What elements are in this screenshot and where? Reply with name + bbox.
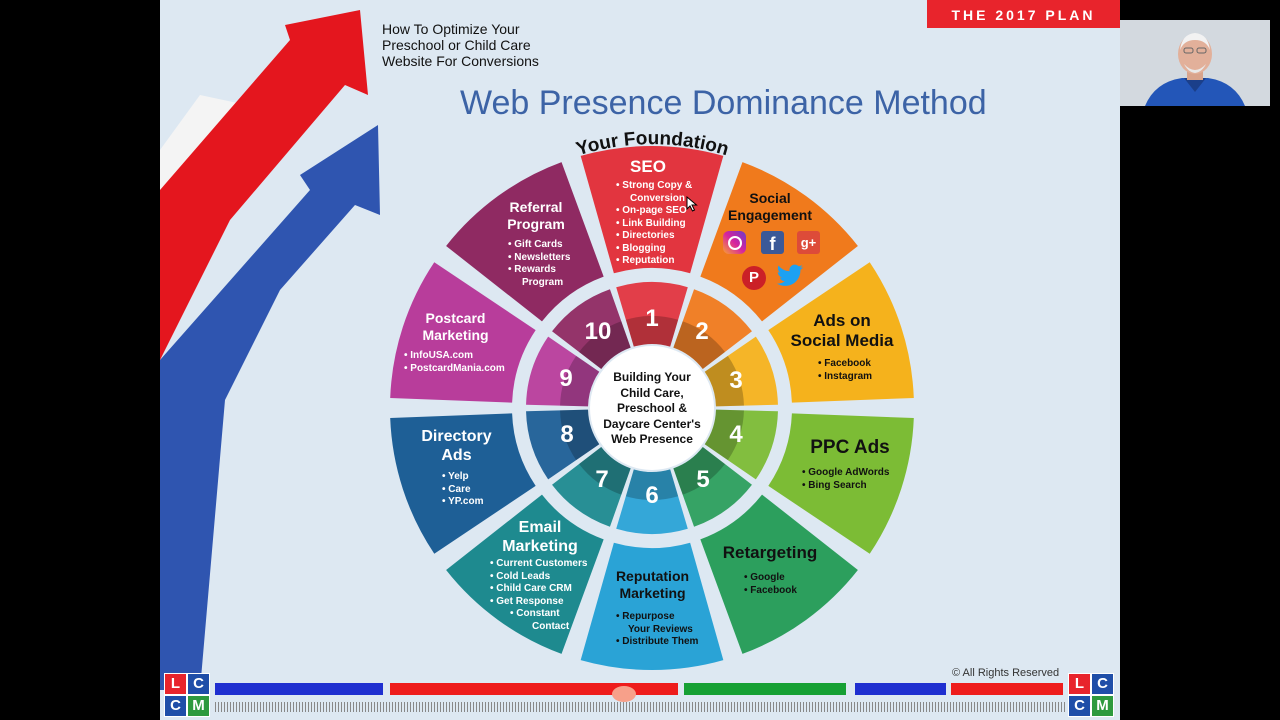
segment-number-9: 9 — [559, 365, 573, 392]
lccm-logo-right: L C C M — [1068, 673, 1114, 717]
footer-color-bar — [684, 683, 846, 695]
footer-color-bar — [951, 683, 1063, 695]
wheel-inner-segment — [704, 336, 778, 407]
lccm-logo-left: L C C M — [164, 673, 210, 717]
segment-ppc-ads: PPC Ads • Google AdWords • Bing Search — [802, 437, 890, 491]
wheel-outer-segment — [390, 262, 536, 403]
pinterest-icon: P — [742, 266, 766, 290]
segment-social-engagement: Social Engagement — [727, 190, 812, 223]
logo-letter: M — [187, 695, 210, 717]
wheel-inner-shade — [560, 409, 600, 461]
wheel-inner-shade — [560, 355, 600, 407]
wheel-inner-shade — [579, 446, 631, 495]
logo-letter: C — [164, 695, 187, 717]
copyright-text: © All Rights Reserved — [952, 667, 1060, 679]
wheel-inner-shade — [625, 469, 679, 500]
blue-arrow — [160, 125, 380, 690]
wheel-inner-segment — [552, 446, 631, 527]
logo-letter: M — [1091, 695, 1114, 717]
slide-title: Web Presence Dominance Method — [460, 84, 987, 122]
segment-postcard-marketing: Postcard Marketing • InfoUSA.com • Postc… — [404, 310, 505, 374]
progress-tick-track[interactable] — [215, 702, 1065, 712]
segment-directory-ads: Directory Ads • Yelp • Care • YP.com — [421, 428, 492, 507]
decorative-arrows — [160, 10, 380, 690]
segment-referral-program: Referral Program • Gift Cards • Newslett… — [507, 199, 571, 288]
segment-number-2: 2 — [695, 318, 709, 345]
logo-letter: C — [1091, 673, 1114, 695]
wheel-inner-shade — [704, 409, 744, 461]
wheel-inner-segment — [616, 282, 688, 347]
wheel-inner-segment — [673, 289, 752, 370]
wheel-inner-segment — [704, 409, 778, 480]
segment-number-8: 8 — [560, 421, 574, 448]
presentation-subtitle: How To Optimize Your Preschool or Child … — [382, 21, 539, 69]
wheel-inner-segment — [526, 336, 600, 407]
progress-scrubber-handle[interactable] — [612, 686, 636, 702]
wheel-inner-segment — [673, 446, 752, 527]
segment-social-ads: Ads on Social Media • Facebook • Instagr… — [790, 311, 894, 382]
segment-number-3: 3 — [729, 367, 743, 394]
wheel-inner-segment — [616, 469, 688, 534]
logo-letter: L — [164, 673, 187, 695]
wheel-inner-shade — [579, 321, 631, 370]
red-arrow — [160, 10, 368, 360]
wheel-center — [590, 346, 714, 470]
wheel-outer-segment — [580, 146, 724, 274]
presenter-webcam — [1120, 20, 1270, 106]
wheel-outer-segment — [446, 494, 604, 654]
segment-retargeting: Retargeting • Google • Facebook — [722, 543, 818, 596]
plan-badge: THE 2017 PLAN — [927, 0, 1120, 28]
presentation-slide: How To Optimize Your Preschool or Child … — [160, 0, 1120, 720]
segment-number-1: 1 — [645, 305, 659, 332]
segment-email-marketing: Email Marketing • Current Customers • Co… — [490, 519, 588, 632]
footer-color-bar — [215, 683, 383, 695]
footer-color-bar — [855, 683, 946, 695]
wheel-outer-segment — [390, 413, 536, 554]
google-plus-icon: g+ — [797, 231, 820, 254]
wheel-inner-segment — [526, 409, 600, 480]
segment-seo: SEO • Strong Copy & Conversion • On-page… — [616, 157, 693, 266]
wheel-center-text: Building Your Child Care, Preschool & Da… — [603, 370, 701, 446]
footer-color-bar — [390, 683, 678, 695]
wheel-outer-segment — [446, 162, 604, 322]
wheel-outer-segment — [768, 262, 914, 403]
wheel-inner-shade — [673, 321, 725, 370]
segment-number-5: 5 — [696, 466, 710, 493]
logo-letter: L — [1068, 673, 1091, 695]
segment-number-7: 7 — [595, 466, 609, 493]
segment-number-4: 4 — [729, 421, 743, 448]
wheel-inner-segment — [552, 289, 631, 370]
wheel-inner-shade — [704, 355, 744, 407]
instagram-icon — [723, 231, 746, 254]
wheel-inner-shade — [673, 446, 725, 495]
wheel-outer-segment — [700, 494, 858, 654]
segment-number-10: 10 — [584, 318, 612, 345]
segment-reputation-marketing: Reputation Marketing • Repurpose Your Re… — [615, 568, 699, 647]
presenter-avatar — [1120, 20, 1270, 106]
wheel-outer-segment — [580, 542, 724, 670]
logo-letter: C — [187, 673, 210, 695]
twitter-icon — [776, 264, 804, 286]
mouse-cursor-icon — [686, 196, 698, 212]
segment-number-6: 6 — [645, 482, 659, 509]
wheel-inner-shade — [625, 316, 679, 347]
logo-letter: C — [1068, 695, 1091, 717]
facebook-icon: f — [761, 231, 784, 254]
wheel-outer-segment — [768, 413, 914, 554]
